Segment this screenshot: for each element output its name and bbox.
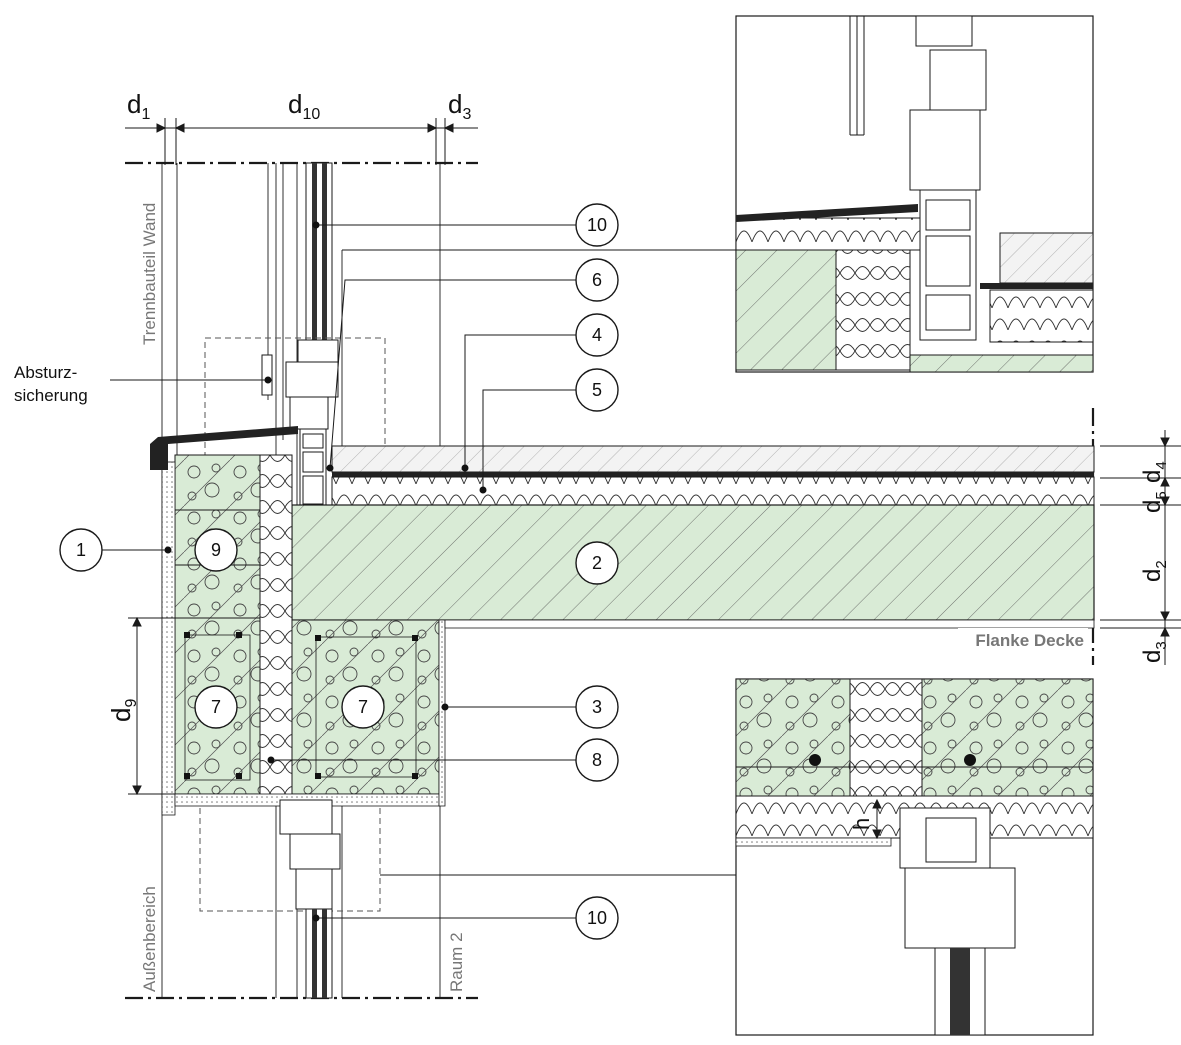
callout-5: 5 (592, 380, 602, 400)
dim-label-d1: d1 (127, 89, 150, 123)
top-dimension-line (125, 118, 478, 165)
label-flanke-decke: Flanke Decke (975, 631, 1084, 650)
dim-label-d9: d9 (106, 699, 140, 722)
callout-1: 1 (76, 540, 86, 560)
window-sill (150, 426, 298, 470)
callout-6: 6 (592, 270, 602, 290)
window-frame-bottom (279, 799, 341, 999)
floor-screed (331, 445, 1095, 506)
right-dimension-line (1100, 430, 1181, 665)
callout-4: 4 (592, 325, 602, 345)
callout-circles (59, 203, 619, 940)
callout-leaders (102, 224, 576, 919)
dim-label-d3-right: d3 (1139, 641, 1170, 663)
label-aussenbereich: Außenbereich (140, 886, 159, 992)
label-trennbauteil-wand: Trennbauteil Wand (140, 203, 159, 345)
callout-10-top: 10 (587, 215, 607, 235)
callout-7-right: 7 (358, 697, 368, 717)
dim-label-h: h (849, 818, 874, 830)
dim-label-d5: d5 (1139, 491, 1170, 513)
concrete-slab (291, 504, 1095, 621)
callout-dots (164, 221, 487, 922)
inset-bottom (735, 678, 1094, 1036)
inset-leaders (342, 249, 736, 876)
dim-label-d2: d2 (1139, 560, 1170, 582)
inset-top (735, 15, 1094, 373)
window-frame-top (261, 339, 339, 510)
callout-7-left: 7 (211, 697, 221, 717)
callout-8: 8 (592, 750, 602, 770)
callout-2: 2 (592, 553, 602, 573)
label-absturz-line2: sicherung (14, 386, 88, 405)
label-absturz-line1: Absturz- (14, 363, 77, 382)
label-raum-2: Raum 2 (447, 932, 466, 992)
dim-label-d4: d4 (1139, 461, 1170, 483)
d9-dimension-line (128, 616, 175, 796)
callout-10-bottom: 10 (587, 908, 607, 928)
dim-label-d10: d10 (288, 89, 320, 123)
dim-label-d3-top: d3 (448, 89, 471, 123)
glazing-top (305, 162, 333, 344)
callout-9: 9 (211, 540, 221, 560)
callout-3: 3 (592, 697, 602, 717)
